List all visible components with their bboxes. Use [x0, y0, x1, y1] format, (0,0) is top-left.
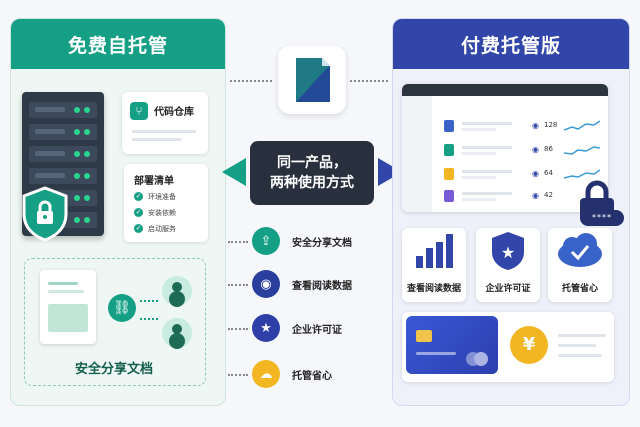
same-product-line1: 同一产品，	[277, 155, 347, 171]
checklist-item: 安装依赖	[148, 209, 176, 217]
check-icon: ✓	[134, 208, 143, 217]
license-shield-icon: ★	[252, 314, 280, 342]
eye-icon: ◉	[532, 121, 539, 130]
eye-icon: ◉	[532, 169, 539, 178]
user-avatar-icon	[162, 276, 192, 306]
repo-card-title: 代码仓库	[154, 107, 194, 118]
sparkline-icon	[564, 169, 600, 179]
secure-share-illustration	[24, 258, 206, 386]
same-product-label: 同一产品， 两种使用方式	[250, 141, 374, 205]
user-avatar-icon	[162, 318, 192, 348]
sparkline-icon	[564, 146, 600, 155]
eye-icon: ◉	[532, 191, 539, 200]
check-icon: ✓	[134, 192, 143, 201]
checklist-item: 环境准备	[148, 193, 176, 201]
feature-label: 托管省心	[292, 370, 332, 382]
same-product-line2: 两种使用方式	[270, 175, 354, 191]
feature-label: 企业许可证	[292, 324, 342, 336]
yuan-coin-icon: ¥	[510, 326, 548, 364]
analytics-eye-icon: ◉	[252, 270, 280, 298]
feature-card: 托管省心	[548, 228, 612, 302]
code-repository-card: ⑂ 代码仓库	[122, 92, 208, 154]
document-row: ◉ 128	[444, 120, 604, 134]
sparkline-icon	[564, 120, 600, 131]
link-icon: ⛓	[108, 294, 136, 322]
document-row: ◉ 86	[444, 144, 604, 158]
feature-label: 安全分享文档	[292, 237, 352, 249]
cloud-hosting-icon: ☁	[252, 360, 280, 388]
checklist-item: 启动服务	[148, 225, 176, 233]
feature-card-label: 企业许可证	[485, 284, 531, 294]
view-count: 86	[544, 145, 553, 153]
feature-card: 查看阅读数据	[402, 228, 466, 302]
free-self-hosted-title: 免费自托管	[11, 19, 225, 69]
cloud-check-icon	[558, 233, 602, 267]
document-icon	[40, 270, 96, 344]
star-badge-icon: ★	[492, 232, 524, 270]
secure-share-label: 安全分享文档	[74, 362, 153, 377]
credit-card-icon	[406, 316, 498, 374]
feature-item: ☁ 托管省心	[252, 360, 332, 388]
analytics-dashboard-window: ◉ 128 ◉ 86 ◉ 64 ◉ 42	[402, 84, 608, 212]
dashboard-sidebar	[402, 96, 432, 212]
window-titlebar	[402, 84, 608, 96]
bar-chart-icon	[416, 234, 453, 268]
card-chip	[416, 330, 432, 342]
check-icon: ✓	[134, 224, 143, 233]
feature-item: ★ 企业许可证	[252, 314, 342, 342]
paid-hosted-title: 付费托管版	[393, 19, 629, 69]
document-share-icon: ⇪	[252, 227, 280, 255]
view-count: 42	[544, 191, 553, 199]
branch-icon: ⑂	[130, 102, 148, 120]
deploy-checklist-card: 部署清单 ✓ 环境准备 ✓ 安装依赖 ✓ 启动服务	[124, 164, 208, 242]
eye-icon: ◉	[532, 145, 539, 154]
security-shield-icon	[22, 186, 68, 242]
svg-text:★: ★	[501, 243, 515, 262]
feature-card-label: 托管省心	[561, 284, 598, 294]
document-row: ◉ 42	[444, 190, 604, 204]
product-logo	[278, 46, 346, 114]
feature-label: 查看阅读数据	[292, 280, 352, 292]
deploy-card-title: 部署清单	[134, 176, 174, 187]
document-row: ◉ 64	[444, 168, 604, 182]
feature-card: ★ 企业许可证	[476, 228, 540, 302]
feature-item: ◉ 查看阅读数据	[252, 270, 352, 298]
image-thumbnail-icon	[48, 304, 88, 332]
view-count: 64	[544, 169, 553, 177]
feature-card-label: 查看阅读数据	[406, 284, 461, 294]
password-field: ****	[580, 210, 624, 226]
document-logo-icon	[296, 58, 330, 102]
arrow-left-icon	[222, 158, 246, 186]
feature-item: ⇪ 安全分享文档	[252, 227, 352, 255]
view-count: 128	[544, 121, 558, 129]
